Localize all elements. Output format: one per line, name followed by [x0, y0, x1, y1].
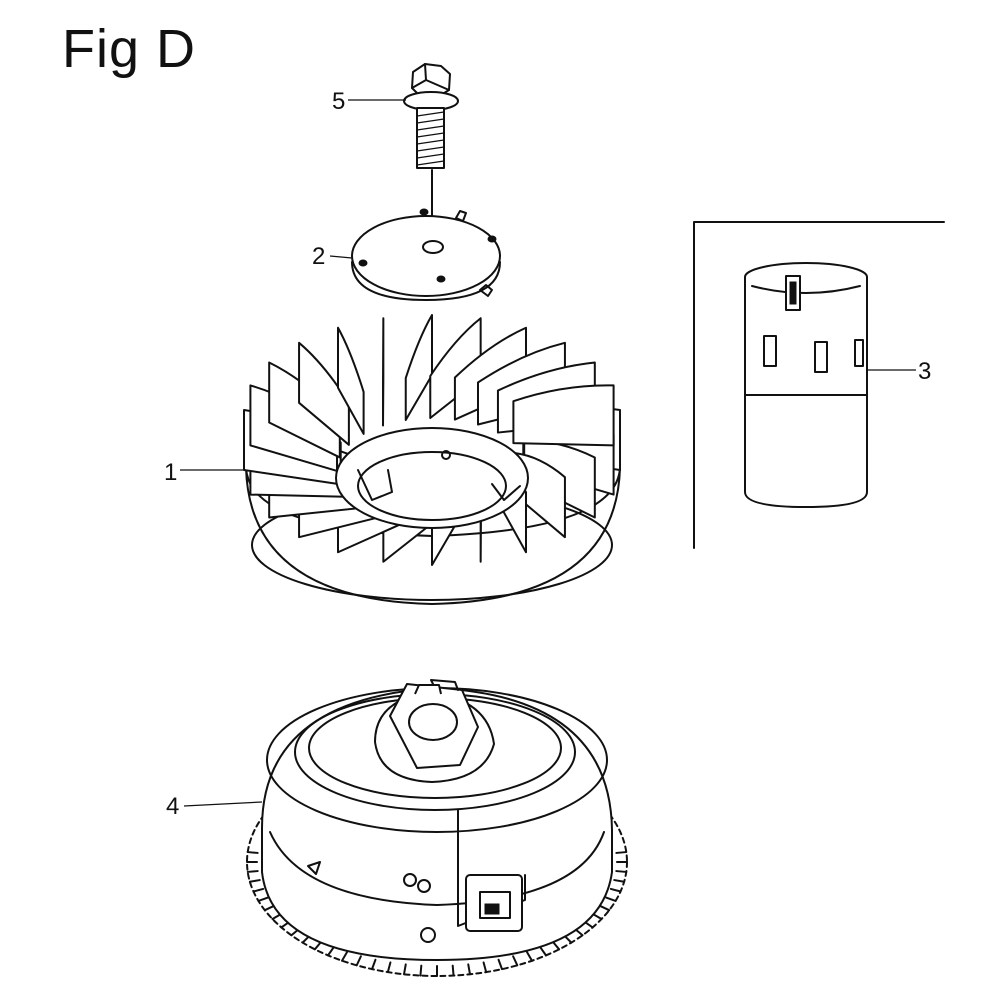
gear-tooth	[419, 964, 423, 977]
gear-tooth	[246, 851, 259, 854]
gear-tooth	[605, 896, 617, 902]
gear-tooth	[451, 964, 455, 977]
gear-tooth	[599, 904, 611, 912]
fan-fin	[404, 314, 433, 422]
gear-tooth	[252, 887, 265, 893]
callout-leaders	[180, 99, 916, 807]
gear-tooth	[512, 955, 519, 967]
gear-tooth	[248, 879, 261, 883]
fan-fin	[337, 326, 365, 435]
plate-part	[351, 208, 501, 301]
gear-tooth	[371, 958, 377, 971]
callout-5: 5	[332, 88, 345, 115]
gear-tooth	[403, 963, 407, 976]
gear-tooth	[615, 870, 628, 873]
gear-tooth	[341, 951, 348, 962]
callout-1: 1	[164, 459, 177, 486]
ring-gear-teeth	[246, 747, 628, 977]
gear-tooth	[613, 879, 626, 883]
gear-tooth	[482, 961, 488, 974]
callout-labels: 5 2 1 4 3	[164, 88, 931, 820]
callout-2: 2	[312, 243, 325, 270]
gear-tooth	[386, 961, 392, 974]
gear-tooth	[497, 958, 503, 971]
flywheel-part	[246, 679, 628, 977]
fan-fin	[429, 317, 482, 420]
cooling-fan-part	[243, 314, 621, 605]
fan-fin	[512, 384, 615, 447]
gear-tooth	[327, 946, 335, 957]
gear-tooth	[257, 896, 269, 902]
gear-tooth	[615, 851, 628, 854]
gear-tooth	[355, 955, 362, 967]
gear-tooth	[539, 946, 547, 957]
gear-tooth	[467, 963, 471, 976]
callout-3: 3	[918, 358, 931, 385]
gear-tooth	[263, 904, 275, 912]
gear-tooth	[526, 951, 533, 962]
bolt-part	[403, 63, 459, 239]
gear-tooth	[246, 870, 259, 873]
figure-title: Fig D	[62, 19, 197, 79]
sleeve-part	[693, 221, 945, 549]
callout-4: 4	[166, 793, 179, 820]
gear-tooth	[609, 887, 622, 893]
